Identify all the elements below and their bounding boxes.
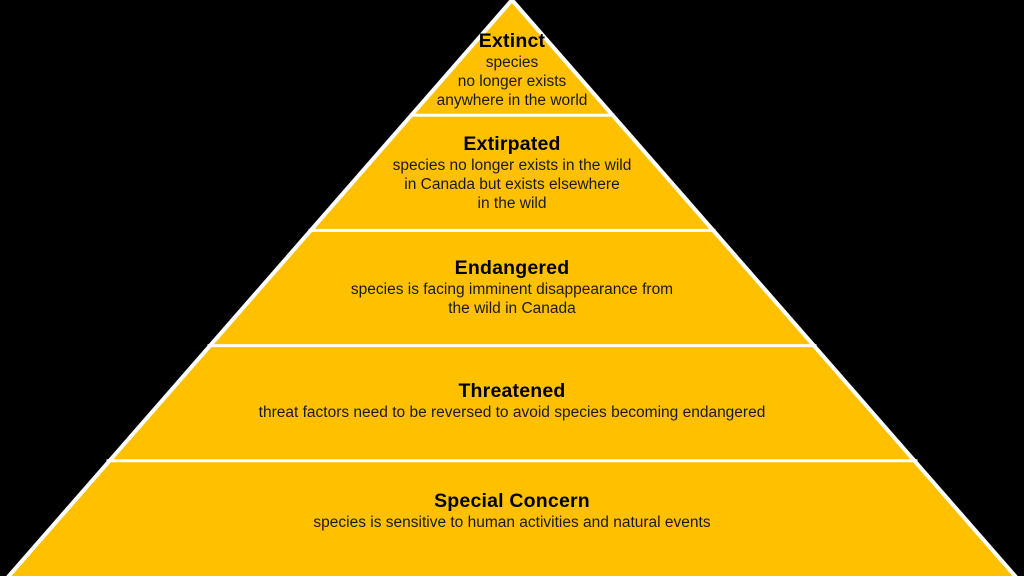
tier-shape-extirpated bbox=[310, 115, 714, 231]
tier-shape-endangered bbox=[209, 230, 815, 346]
tier-shape-threatened bbox=[108, 345, 916, 461]
pyramid-left-edge bbox=[6, 0, 514, 576]
tier-shape-special-concern bbox=[8, 460, 1016, 576]
pyramid-right-edge bbox=[510, 0, 1018, 576]
tier-shape-extinct bbox=[411, 0, 613, 116]
